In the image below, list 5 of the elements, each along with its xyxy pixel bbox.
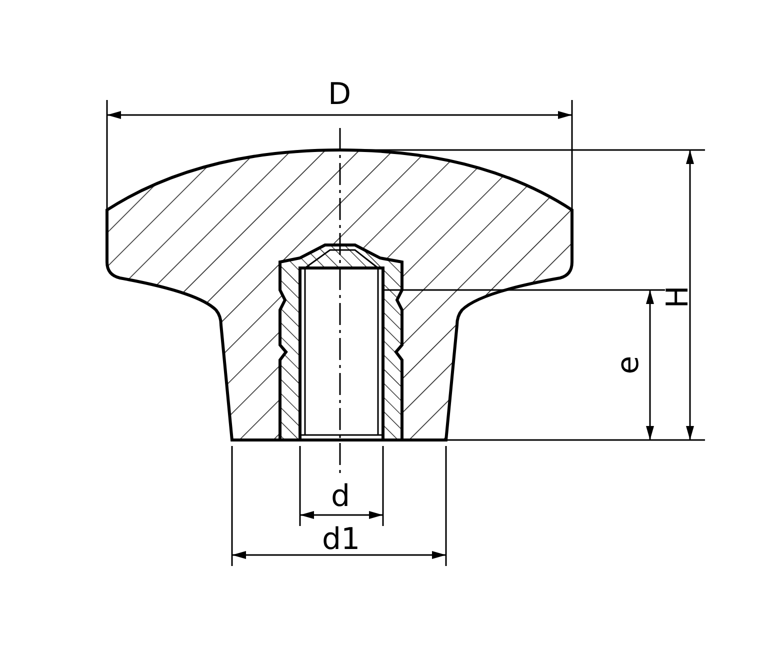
dimension-label: d1 <box>322 525 360 555</box>
dimension-label: D <box>328 80 352 110</box>
dimension-label: e <box>614 356 644 374</box>
dimension-label: H <box>663 286 694 308</box>
dimension-label: d <box>331 482 350 512</box>
